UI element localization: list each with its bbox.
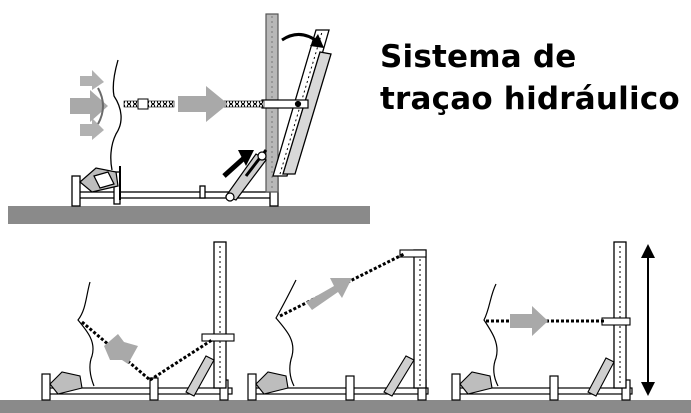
- pull-arrow-top: [178, 86, 228, 122]
- scene-lower-pull: [41, 241, 235, 401]
- height-range-arrow: [641, 244, 655, 396]
- bottom-panel: [0, 241, 691, 413]
- top-panel: [8, 13, 370, 224]
- ground-slab-bottom: [0, 400, 691, 413]
- rotation-arrow: [281, 33, 324, 48]
- hydraulic-cylinder-top: [225, 149, 268, 202]
- wheel-clamp-top: [79, 166, 121, 200]
- tower-clamp-top: [261, 99, 309, 109]
- ground-slab-top: [8, 206, 370, 224]
- impact-arrows: [70, 70, 108, 140]
- title-line-1: Sistema de: [380, 39, 577, 75]
- scene-horizontal-pull: [451, 241, 633, 401]
- push-arrow-black: [222, 150, 254, 178]
- vehicle-outline-top: [110, 59, 122, 171]
- title-line-2: traçao hidráulico: [380, 81, 680, 117]
- scene-upper-pull: [247, 249, 429, 401]
- diagram-title: Sistema de traçao hidráulico: [380, 36, 685, 120]
